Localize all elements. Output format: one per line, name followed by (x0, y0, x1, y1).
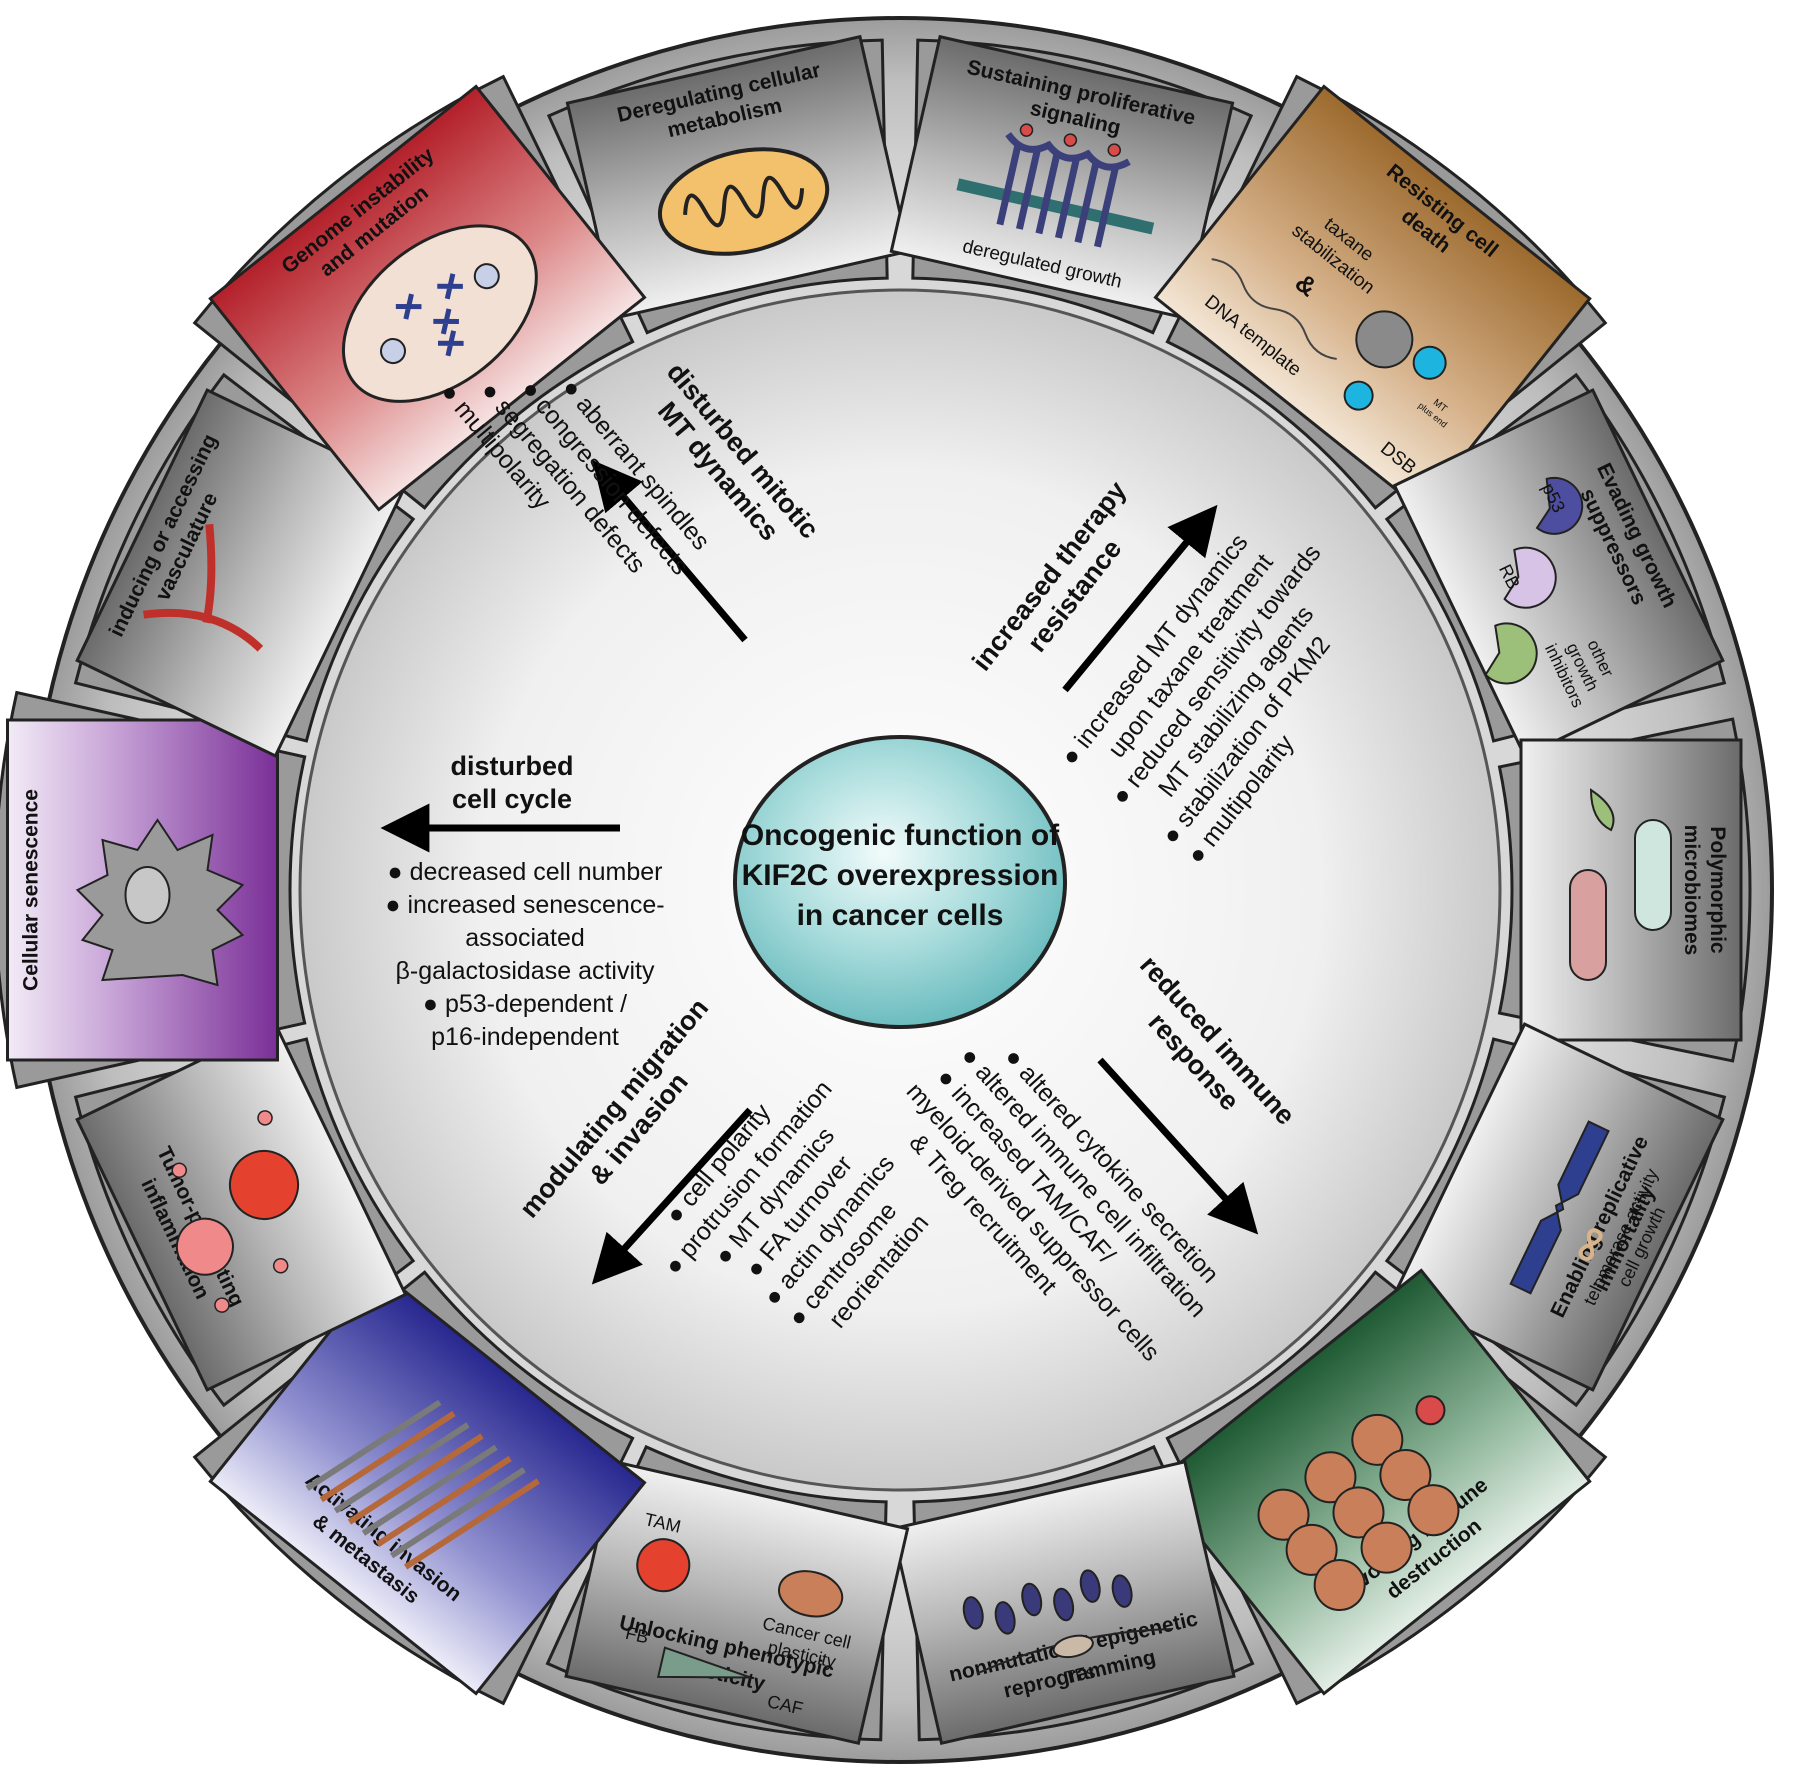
tile-senescence: Cellular senescence (0, 690, 307, 1090)
tile-panel (75, 388, 408, 758)
receptor-icon (1074, 149, 1131, 248)
hallmarks-microbiomes-line1: Polymorphic (1706, 826, 1729, 954)
nucleosome-icon (1079, 1569, 1101, 1603)
rb-icon (1503, 546, 1557, 609)
cytokine-icon (272, 1257, 289, 1274)
filament-icon (319, 1411, 456, 1503)
cellcycle-title-1: disturbed (450, 751, 573, 781)
nucleosome-icon (1021, 1582, 1043, 1617)
tile-panel (564, 1460, 910, 1746)
fibroblast-icon (656, 1646, 751, 1679)
tile-invasion: Activating invasion& metastasis (192, 1268, 647, 1706)
centrosome-icon-2 (473, 263, 500, 290)
kif2c-icon (1412, 345, 1447, 380)
center-node: Oncogenic function of KIF2C overexpressi… (733, 735, 1067, 1029)
microbe-icon (1589, 788, 1615, 832)
tile-inflammation: Tumor-promotinginflammation (73, 1022, 416, 1408)
p53-icon (1535, 476, 1584, 535)
cytokine-icon (171, 1162, 188, 1179)
cancer-cell-icon (778, 1570, 844, 1618)
cellcycle-line-1: ● decreased cell number (388, 858, 663, 886)
cellcycle-line-5: ● p53-dependent / (423, 990, 627, 1018)
cellcycle-line-3: associated (465, 924, 585, 952)
nucleosome-icon (1111, 1574, 1133, 1608)
immune-cell-icon (1415, 1395, 1446, 1426)
filament-icon (333, 1422, 470, 1514)
tam-icon (636, 1538, 691, 1593)
center-title-line3: in cancer cells (797, 899, 1004, 932)
hallmarks-senescence-line1: Cellular senescence (20, 789, 43, 991)
tile-immortality: Enabling replicativeimmortalitytelomeras… (1384, 1022, 1727, 1408)
tf-icon (1052, 1634, 1094, 1659)
nucleosome-icon (962, 1596, 984, 1630)
kif2c-dna-icon (1343, 380, 1374, 411)
arrow-immune (1097, 1057, 1259, 1235)
tile-panel (208, 1268, 647, 1696)
cellcycle-title-2: cell cycle (452, 784, 572, 814)
tumor-cell-icon (1313, 1559, 1366, 1612)
bacterium-icon-2 (1569, 869, 1607, 981)
chromosome-icon (395, 293, 422, 320)
infinity-icon (1578, 1228, 1603, 1261)
filament-icon (375, 1455, 512, 1548)
hallmarks-microbiomes-line2: microbiomes (1680, 825, 1703, 956)
tumor-cell-icon (1360, 1521, 1413, 1574)
macrophage-icon (229, 1149, 300, 1220)
dna-icon (1211, 258, 1337, 360)
filament-icon (347, 1433, 484, 1525)
ligand-icon (1019, 123, 1034, 137)
microtubule-icon (1355, 310, 1414, 369)
filament-icon (305, 1399, 442, 1491)
cellcycle-line-6: p16-independent (431, 1023, 619, 1051)
tile-panel (889, 34, 1235, 320)
inhibitor-icon (1484, 622, 1538, 685)
nucleosome-icon (1053, 1587, 1075, 1622)
filament-icon (389, 1467, 526, 1559)
center-title-line1: Oncogenic function of (741, 819, 1060, 852)
tile-proliferative: Sustaining proliferativesignalingderegul… (889, 34, 1254, 335)
ligand-icon (1063, 133, 1078, 147)
arrow-migration (591, 1107, 753, 1285)
nucleus-icon (124, 866, 171, 924)
membrane-icon (956, 178, 1155, 235)
filament-icon (361, 1444, 498, 1536)
chromosome-icon (437, 330, 464, 357)
tile-plasticity: Unlocking phenotypicplasticityTAMCancer … (545, 1444, 910, 1746)
vessel-icon (142, 523, 264, 652)
center-title-line2: KIF2C overexpression (742, 859, 1059, 892)
cristae-icon (683, 175, 805, 228)
tile-panel (1153, 1268, 1592, 1696)
tile-panel (1153, 84, 1592, 512)
chromosome-icon (433, 308, 459, 335)
filament-icon (404, 1478, 540, 1570)
cytokine-icon (214, 1297, 230, 1313)
cellcycle-line-4: β-galactosidase activity (396, 957, 655, 985)
cellcycle-line-2: ● increased senescence- (385, 891, 664, 919)
cytokine-icon (257, 1110, 273, 1126)
arrow-mitotic (592, 460, 748, 643)
chromosome-icon (437, 273, 463, 300)
nucleosome-icon (994, 1601, 1016, 1635)
tile-panel (1392, 388, 1725, 758)
bacterium-icon (1634, 819, 1672, 931)
ligand-icon (1107, 143, 1122, 157)
arrow-therapy (1062, 504, 1218, 693)
centrosome-icon (379, 338, 406, 365)
chromosome-icon (1509, 1120, 1610, 1295)
tumor-cell-icon (1407, 1484, 1460, 1537)
tile-evading: Evading growthsuppressorsp53RBothergrowt… (1384, 372, 1727, 758)
effect-cellcycle: disturbed cell cycle ● decreased cell nu… (385, 751, 664, 1051)
immune-cell-icon (175, 1217, 234, 1276)
tile-resisting_death: Resisting celldeathtaxanestabilization&D… (1153, 74, 1608, 512)
